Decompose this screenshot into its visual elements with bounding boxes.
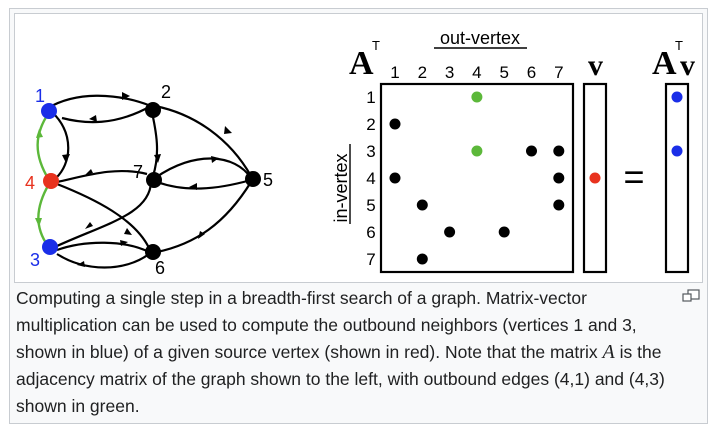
vertex-4-dot xyxy=(43,173,59,189)
matrix-entry-r3-c7 xyxy=(553,145,565,157)
matrix-entry-r5-c7 xyxy=(553,199,565,211)
vertex-2-dot xyxy=(145,102,161,118)
edge-6-3 xyxy=(56,253,150,269)
result-entry-r1 xyxy=(671,91,683,103)
matrix-col-label-2: 2 xyxy=(418,63,427,82)
vertex-6-dot xyxy=(145,244,161,260)
result-a-label: A xyxy=(652,45,677,82)
matrix-header: A T out-vertex xyxy=(349,28,527,82)
graph-green-arrowheads xyxy=(35,129,43,227)
edge-7-4 xyxy=(56,169,148,184)
matrix-col-label-6: 6 xyxy=(527,63,536,82)
vertex-1-label: 1 xyxy=(35,86,45,106)
vector-v-entry-r4 xyxy=(589,172,601,184)
vertex-5-label: 5 xyxy=(263,170,273,190)
matrix-entry-r5-c2 xyxy=(416,199,428,211)
caption-text-1: Computing a single step in a breadth-fir… xyxy=(16,288,637,362)
edge-3-6 xyxy=(56,241,150,253)
edge-7-5 xyxy=(154,157,252,179)
vertex-2-label: 2 xyxy=(161,82,171,102)
caption-math-a: A xyxy=(602,341,615,363)
edge-4-1 xyxy=(36,113,51,181)
vector-v-box xyxy=(582,82,608,274)
vertex-1-dot xyxy=(41,103,57,119)
edge-1-4 xyxy=(51,111,70,179)
vector-v-label: v xyxy=(588,49,603,82)
matrix-entry-r7-c2 xyxy=(416,253,428,265)
matrix-box xyxy=(379,82,575,274)
graph-green-edges xyxy=(36,113,51,247)
figure-caption: Computing a single step in a breadth-fir… xyxy=(16,285,666,420)
vertex-5-dot xyxy=(245,171,261,187)
matrix-col-label-4: 4 xyxy=(472,63,481,82)
result-entry-r3 xyxy=(671,145,683,157)
result-vector-entries xyxy=(671,91,683,157)
matrix-row-label-6: 6 xyxy=(366,223,375,242)
matrix-row-label-3: 3 xyxy=(366,142,375,161)
matrix-col-label-1: 1 xyxy=(390,63,399,82)
matrix-entry-r6-c3 xyxy=(444,226,456,238)
result-vector-box xyxy=(664,82,690,274)
matrix-entry-r3-c6 xyxy=(526,145,537,157)
matrix-entry-r4-c7 xyxy=(553,172,565,184)
edge-7-3 xyxy=(56,181,153,248)
out-vertex-header: out-vertex xyxy=(440,28,520,48)
edge-5-7 xyxy=(156,178,252,190)
graph-vertices: 1 2 3 4 5 6 7 xyxy=(25,82,273,278)
matrix-a-label: A xyxy=(349,45,374,82)
caption-text-2: is the adjacency matrix of the graph sho… xyxy=(16,342,665,416)
edge-4-6 xyxy=(56,182,150,249)
matrix-row-label-2: 2 xyxy=(366,115,375,134)
matrix-entry-r3-c4 xyxy=(471,145,483,157)
matrix-t-superscript: T xyxy=(372,38,380,53)
result-v-label: v xyxy=(680,49,695,82)
matrix-row-label-4: 4 xyxy=(366,169,375,188)
matrix-entry-r6-c5 xyxy=(498,226,510,238)
equals-sign: = xyxy=(623,156,644,197)
in-vertex-header: in-vertex xyxy=(331,153,351,222)
matrix-col-label-3: 3 xyxy=(445,63,454,82)
matrix-row-label-5: 5 xyxy=(366,196,375,215)
matrix-entry-r2-c1 xyxy=(389,118,401,130)
matrix-row-label-7: 7 xyxy=(366,250,375,269)
edge-2-5 xyxy=(154,104,252,177)
matrix-entry-r1-c4 xyxy=(471,91,483,103)
edge-4-3 xyxy=(37,183,51,247)
vertex-3-dot xyxy=(42,239,58,255)
vertex-3-label: 3 xyxy=(30,250,40,270)
matrix-col-label-5: 5 xyxy=(499,63,508,82)
vertex-7-dot xyxy=(146,172,162,188)
vertex-7-label: 7 xyxy=(133,162,143,182)
edge-1-2 xyxy=(47,94,152,109)
edge-2-7 xyxy=(149,107,159,177)
result-t-superscript: T xyxy=(675,38,683,53)
matrix-row-labels: 1 2 3 4 5 6 7 xyxy=(366,88,375,269)
matrix-row-label-1: 1 xyxy=(366,88,375,107)
edge-5-6 xyxy=(156,181,252,254)
matrix-col-label-7: 7 xyxy=(554,63,563,82)
vector-v-entries xyxy=(589,172,601,184)
graph-arrowheads xyxy=(62,92,232,267)
enlarge-icon[interactable] xyxy=(682,289,700,303)
edge-2-1 xyxy=(61,105,152,124)
matrix-entries xyxy=(389,91,565,265)
vertex-6-label: 6 xyxy=(155,258,165,278)
vertex-4-label: 4 xyxy=(25,173,35,193)
matrix-entry-r4-c1 xyxy=(389,172,401,184)
